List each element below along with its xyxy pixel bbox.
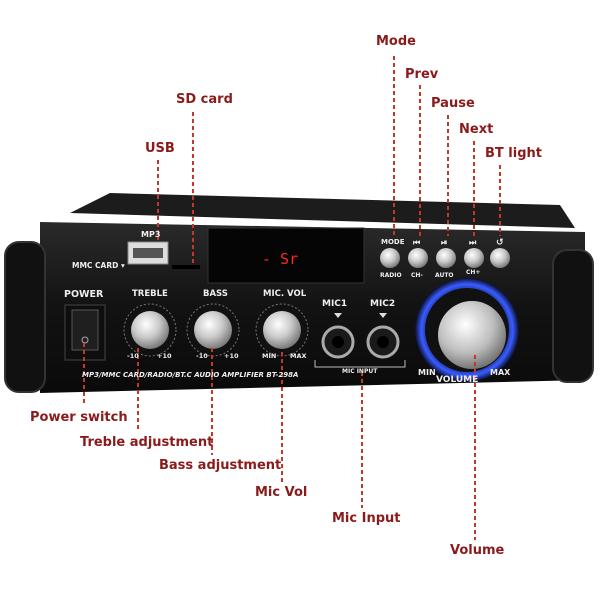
mic1-label: MIC1: [322, 299, 347, 309]
mic2-arrow: [379, 313, 387, 318]
treble-min-label: -10: [127, 352, 139, 360]
mmc-card-label: MMC CARD ▾: [72, 261, 125, 270]
mic2-label: MIC2: [370, 299, 395, 309]
ch-plus-label: CH+: [466, 269, 480, 276]
prev-button[interactable]: [408, 248, 428, 268]
bass-label: BASS: [203, 289, 228, 299]
pause-glyph: ⏯: [441, 238, 447, 247]
volume-min-label: MIN: [418, 368, 436, 377]
callout-volume: Volume: [450, 543, 505, 558]
mic-input-label: MIC INPUT: [342, 368, 378, 375]
volume-label: VOLUME: [436, 375, 478, 385]
callout-bt-light: BT light: [485, 146, 542, 161]
mic-vol-knob[interactable]: [255, 303, 309, 357]
callout-treble-adjustment: Treble adjustment: [80, 435, 214, 450]
mic-vol-max-label: MAX: [290, 352, 307, 360]
mode-label: MODE: [381, 238, 405, 246]
ch-minus-label: CH-: [411, 272, 423, 279]
treble-knob[interactable]: [123, 303, 177, 357]
mp3-label: MP3: [141, 230, 160, 239]
volume-knob[interactable]: [415, 278, 519, 382]
mic-input-bracket: [314, 360, 406, 368]
model-line: MP3/MMC CARD/RADIO/BT.C AUDIO AMPLIFIER …: [82, 371, 298, 379]
callout-bass-adjustment: Bass adjustment: [159, 458, 282, 473]
mode-button[interactable]: [380, 248, 400, 268]
device-top-lid: [70, 193, 575, 228]
mic-vol-label: MIC. VOL: [263, 289, 307, 299]
bass-max-label: +10: [224, 352, 239, 360]
bass-knob[interactable]: [186, 303, 240, 357]
left-handle: [4, 241, 46, 393]
treble-label: TREBLE: [132, 289, 168, 299]
mic1-jack-hole: [332, 336, 344, 348]
right-handle: [552, 249, 594, 383]
pause-button[interactable]: [436, 248, 456, 268]
callout-power-switch: Power switch: [30, 410, 128, 425]
auto-label: AUTO: [435, 272, 454, 279]
sd-card-slot[interactable]: [172, 265, 200, 269]
callout-mode: Mode: [376, 34, 416, 49]
volume-max-label: MAX: [490, 368, 511, 377]
bt-light-button[interactable]: [490, 248, 510, 268]
callout-next: Next: [459, 122, 494, 137]
display-readout: - Sr: [262, 250, 298, 268]
prev-glyph: ⏮: [413, 238, 420, 247]
treble-max-label: +10: [157, 352, 172, 360]
callout-pause: Pause: [431, 96, 475, 111]
mic-vol-min-label: MIN: [262, 352, 276, 360]
callout-mic-vol: Mic Vol: [255, 485, 308, 500]
display-screen: [207, 227, 365, 284]
mic2-jack-hole: [377, 336, 389, 348]
bass-min-label: -10: [196, 352, 208, 360]
radio-label: RADIO: [380, 272, 402, 279]
callout-usb: USB: [145, 141, 175, 156]
callout-sd-card: SD card: [176, 92, 233, 107]
leader-lines: [83, 56, 501, 540]
mic1-arrow: [334, 313, 342, 318]
bt-glyph: ↺: [496, 238, 504, 248]
callout-prev: Prev: [405, 67, 439, 82]
next-button[interactable]: [464, 248, 484, 268]
callout-mic-input: Mic Input: [332, 511, 401, 526]
power-label: POWER: [64, 289, 104, 300]
usb-port-inner: [133, 248, 163, 258]
next-glyph: ⏭: [469, 238, 477, 247]
